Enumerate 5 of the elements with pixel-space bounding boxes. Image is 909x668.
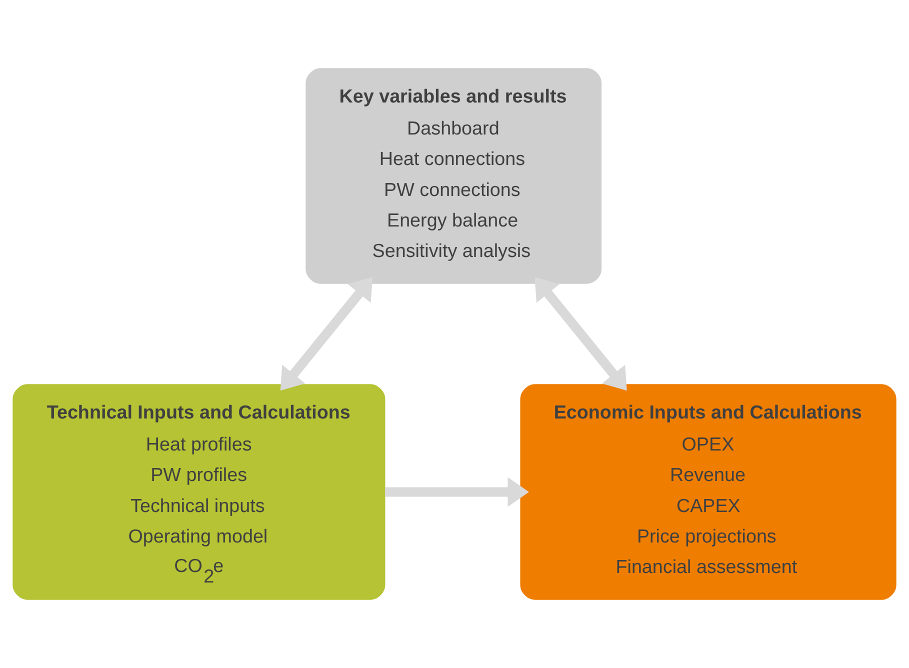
node-box: Economic Inputs and Calculations OPEX Revenue CAPEX Price projections Financial assessment xyxy=(520,384,896,600)
arrow xyxy=(534,276,627,391)
arrow xyxy=(384,477,529,507)
node-box: Key variables and results Dashboard Heat connections PW connections Energy balance Sensitivity analysis xyxy=(306,68,602,284)
arrow xyxy=(280,276,373,391)
